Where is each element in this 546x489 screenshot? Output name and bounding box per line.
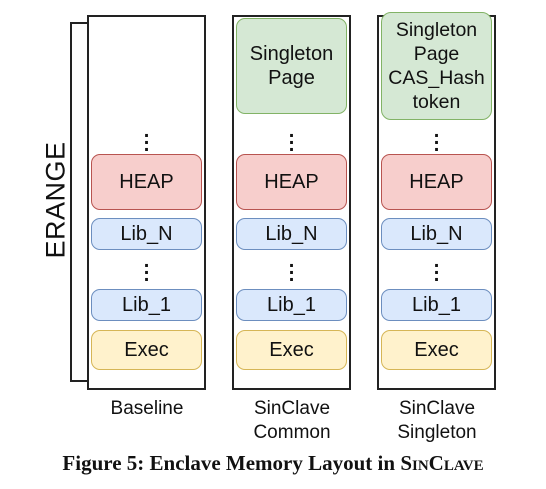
exec-block: Exec bbox=[236, 330, 347, 370]
sinclave-common-column-label: SinClave Common bbox=[253, 398, 331, 443]
lib-1-label: Lib_1 bbox=[122, 294, 171, 316]
heap-label: HEAP bbox=[409, 171, 464, 193]
sinclave-singleton-column-label: SinClave Singleton bbox=[397, 398, 477, 443]
erange-bracket-top bbox=[70, 22, 88, 24]
lib-1-block: Lib_1 bbox=[381, 289, 492, 321]
ellipsis-top: ... bbox=[288, 120, 295, 156]
baseline-column: ... HEAP Lib_N ... Lib_1 Exec bbox=[87, 15, 206, 390]
heap-block: HEAP bbox=[236, 154, 347, 210]
lib-n-label: Lib_N bbox=[265, 223, 318, 245]
exec-block: Exec bbox=[381, 330, 492, 370]
ellipsis-top: ... bbox=[143, 120, 150, 156]
heap-block: HEAP bbox=[91, 154, 202, 210]
sinclave-singleton-column: Singleton Page CAS_Hash token ... HEAP L… bbox=[377, 12, 496, 390]
erange-bracket-line bbox=[70, 22, 72, 382]
lib-n-block: Lib_N bbox=[236, 218, 347, 250]
sinclave-common-column: Singleton Page ... HEAP Lib_N ... Lib_1 … bbox=[232, 15, 351, 390]
figure-caption: Figure 5: Enclave Memory Layout in SinCl… bbox=[0, 451, 546, 476]
lib-n-label: Lib_N bbox=[410, 223, 463, 245]
singleton-page-token-label: Singleton Page CAS_Hash token bbox=[388, 19, 485, 113]
erange-bracket-bottom bbox=[70, 380, 88, 382]
exec-label: Exec bbox=[124, 339, 169, 361]
exec-block: Exec bbox=[91, 330, 202, 370]
singleton-page-token-block: Singleton Page CAS_Hash token bbox=[381, 12, 492, 120]
heap-label: HEAP bbox=[264, 171, 319, 193]
lib-n-label: Lib_N bbox=[120, 223, 173, 245]
singleton-page-label: Singleton Page bbox=[249, 43, 334, 89]
ellipsis-middle: ... bbox=[143, 250, 150, 286]
lib-1-label: Lib_1 bbox=[412, 294, 461, 316]
heap-label: HEAP bbox=[119, 171, 174, 193]
erange-label: ERANGE bbox=[40, 141, 71, 259]
caption-text: Figure 5: Enclave Memory Layout in bbox=[62, 451, 401, 475]
singleton-page-block: Singleton Page bbox=[236, 18, 347, 114]
ellipsis-top: ... bbox=[433, 120, 440, 156]
exec-label: Exec bbox=[269, 339, 314, 361]
heap-block: HEAP bbox=[381, 154, 492, 210]
ellipsis-middle: ... bbox=[433, 250, 440, 286]
exec-label: Exec bbox=[414, 339, 459, 361]
lib-1-block: Lib_1 bbox=[236, 289, 347, 321]
caption-system-name: SinClave bbox=[400, 451, 484, 475]
baseline-column-label: Baseline bbox=[110, 398, 184, 419]
lib-1-label: Lib_1 bbox=[267, 294, 316, 316]
lib-1-block: Lib_1 bbox=[91, 289, 202, 321]
lib-n-block: Lib_N bbox=[381, 218, 492, 250]
ellipsis-middle: ... bbox=[288, 250, 295, 286]
lib-n-block: Lib_N bbox=[91, 218, 202, 250]
